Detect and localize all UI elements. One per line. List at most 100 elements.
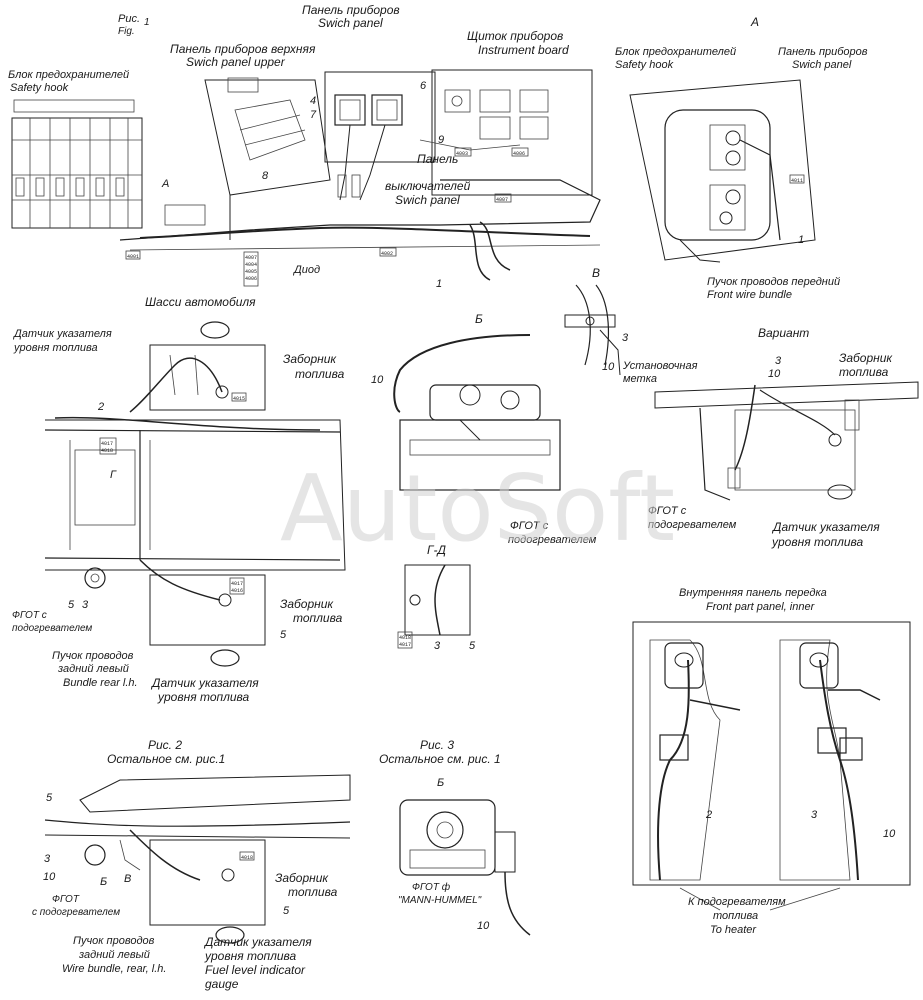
wire-tag: 4006 [513,151,525,157]
variant-fgot-ru-2: подогревателем [648,519,737,531]
front-title-en: Front part panel, inner [706,601,816,613]
panel-title-en: Swich panel [318,16,383,30]
variant-intake-ru-2: топлива [839,365,889,379]
variant-sensor-ru-2: уровня топлива [771,535,864,549]
wire-tag: 4001 [127,254,139,260]
fig2-view-b: Б [100,876,107,888]
fig1-number: 1 [144,17,150,28]
fig3-rest: Остальное см. рис. 1 [379,752,501,766]
variant-intake-ru-1: Заборник [839,351,893,365]
front-callout-2: 2 [705,809,712,821]
instrument-board-en: Instrument board [478,43,569,57]
variant-sensor-ru-1: Датчик указателя [771,520,880,534]
fig3-view-b: Б [437,777,444,789]
view-b-panel: Б 10 ФГОТ с подогревателем [371,312,597,546]
fig3-title: Рис. 3 [420,738,454,752]
view-a-fuse-ru: Блок предохранителей [615,46,736,58]
chassis-callout-3: 3 [82,599,89,611]
wire-tag: 4003 [456,151,468,157]
diode-label: Диод [292,264,320,276]
fig2-bundle-en: Wire bundle, rear, l.h. [62,963,166,975]
wire-tag: 4017 [101,441,113,447]
view-gd-panel: 4018 4017 Г-Д 3 5 [397,543,476,652]
chassis-intake2-ru-2: топлива [293,611,343,625]
dashboard-beam [119,69,601,281]
variant-fgot-ru-1: ФГОТ с [648,505,687,517]
chassis-callout-5b: 5 [280,629,287,641]
fuse-block-ru: Блок предохранителей [8,69,129,81]
view-b-fgot-ru-2: подогревателем [508,534,597,546]
view-a-panel-en: Swich panel [792,59,852,71]
fig2-sensor-ru-2: уровня топлива [204,949,297,963]
view-gd-callout-3: 3 [434,640,441,652]
switch-panel-en: Swich panel [395,193,460,207]
fig2-bundle-ru-1: Пучок проводов [73,935,155,947]
view-b-title: Б [475,312,483,326]
fig2-panel: 4018 Рис. 2 Остальное см. рис.1 5 3 10 Б… [32,738,351,991]
mark-label-1: Установочная [622,360,698,372]
fig2-intake-ru-1: Заборник [275,871,329,885]
variant-title: Вариант [758,326,809,340]
fig2-bundle-ru-2: задний левый [78,949,150,961]
view-v-panel: В 3 10 Установочная метка [564,266,698,385]
instrument-board-ru: Щиток приборов [467,29,563,43]
wire-tag: 4005 [245,269,257,275]
chassis-sensor2-ru-2: уровня топлива [157,690,250,704]
fig2-sensor-ru-1: Датчик указателя [203,935,312,949]
fig2-callout-3: 3 [44,853,51,865]
chassis-rear-en: Bundle rear l.h. [63,677,138,689]
fuse-block-en: Safety hook [10,82,69,94]
chassis-rear-ru-1: Пучок проводов [52,650,134,662]
front-heater-ru-1: К подогревателям [688,896,786,908]
chassis-view-g: Г [110,469,117,481]
panel-title-ru: Панель приборов [302,3,400,17]
chassis-rear-ru-2: задний левый [57,663,129,675]
upper-panel-ru: Панель приборов верхняя [170,42,316,56]
fig3-fgot-ru: ФГОТ ф [412,881,451,893]
view-b-fgot-ru-1: ФГОТ с [510,520,549,532]
wire-tag: 4006 [245,276,257,282]
switch-panel-ru-1: Панель [417,152,458,166]
chassis-callout-2: 2 [97,401,104,413]
watermark: AutoSoft [280,455,675,562]
wire-tag: 4011 [791,178,803,184]
fig2-fgot-ru-1: ФГОТ [52,894,80,905]
variant-callout-10: 10 [768,368,781,380]
chassis-intake1-ru-2: топлива [295,367,345,381]
wire-tag: 4017 [399,642,411,648]
fig3-fgot-brand: "MANN-HUMMEL" [398,895,482,906]
fig2-sensor-en-1: Fuel level indicator [205,963,306,977]
wire-tag: 4007 [496,197,508,203]
view-a-fuse-en: Safety hook [615,59,674,71]
chassis-panel: 4015 4017 4018 4017 4016 Шасси автомобил… [12,295,346,704]
callout-8: 8 [262,170,269,182]
chassis-title: Шасси автомобиля [145,295,256,309]
chassis-fgot-ru-1: ФГОТ с [12,610,47,621]
callout-9: 9 [438,134,444,146]
chassis-sensor-ru-1: Датчик указателя [12,328,112,340]
view-v-title: В [592,266,600,280]
callout-4: 4 [310,95,316,107]
chassis-fgot-ru-2: подогревателем [12,623,92,634]
front-title-ru: Внутренняя панель передка [679,587,827,599]
view-gd-callout-5: 5 [469,640,476,652]
fig3-callout-10: 10 [477,920,490,932]
wire-tag: 4018 [399,635,411,641]
fig2-view-v: В [124,873,131,885]
fig1-label-ru: Рис. [118,13,140,25]
view-a-callout-1: 1 [798,234,804,246]
fig2-fgot-ru-2: с подогревателем [32,907,120,918]
view-a-bundle-en: Front wire bundle [707,289,792,301]
fig2-intake-ru-2: топлива [288,885,338,899]
fig2-sensor-en-2: gauge [205,977,239,991]
callout-7: 7 [310,109,317,121]
view-a-title: А [750,15,759,29]
fig2-callout-5: 5 [46,792,53,804]
chassis-sensor2-ru-1: Датчик указателя [150,676,259,690]
switch-panel-ru-2: выключателей [385,179,471,193]
front-heater-ru-2: топлива [713,910,758,922]
wire-tag: 4015 [233,396,245,402]
front-panel: Внутренняя панель передка Front part pan… [632,587,911,936]
